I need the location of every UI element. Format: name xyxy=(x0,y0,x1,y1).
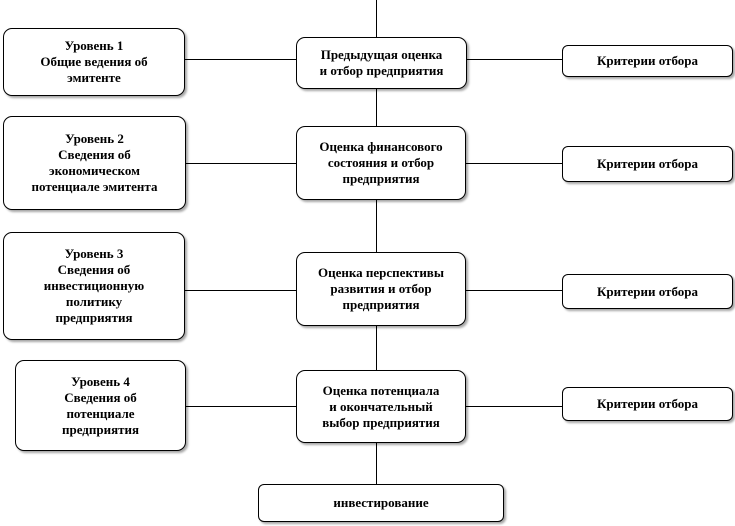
connector-level-1 xyxy=(185,59,296,60)
criteria-2-label: Критерии отбора xyxy=(596,156,699,171)
connector-criteria-2 xyxy=(466,163,562,164)
level-2-label: Уровень 2 Сведения об экономическом поте… xyxy=(31,131,158,194)
investment-box: инвестирование xyxy=(258,484,504,522)
criteria-1-box: Критерии отбора xyxy=(562,45,733,77)
connector-criteria-4 xyxy=(466,406,562,407)
level-4-box: Уровень 4 Сведения об потенциале предпри… xyxy=(15,360,186,451)
step-1-label: Предыдущая оценка и отбор предприятия xyxy=(319,47,444,78)
criteria-1-label: Критерии отбора xyxy=(596,53,699,68)
step-2-label: Оценка финансового состояния и отбор пре… xyxy=(319,139,443,186)
connector-level-4 xyxy=(186,406,296,407)
flow-connector-2-3 xyxy=(376,200,377,252)
step-2-box: Оценка финансового состояния и отбор пре… xyxy=(296,126,466,200)
investment-label: инвестирование xyxy=(333,495,429,510)
step-4-label: Оценка потенциала и окончательный выбор … xyxy=(322,382,440,430)
step-3-box: Оценка перспективы развития и отбор пред… xyxy=(296,252,466,326)
step-4-box: Оценка потенциала и окончательный выбор … xyxy=(296,370,466,443)
connector-criteria-1 xyxy=(467,59,562,60)
level-2-box: Уровень 2 Сведения об экономическом поте… xyxy=(3,116,186,210)
level-1-label: Уровень 1 Общие ведения об эмитенте xyxy=(40,38,148,85)
level-3-label: Уровень 3 Сведения об инвестиционную пол… xyxy=(43,246,145,325)
flow-connector-4-final xyxy=(376,443,377,484)
level-4-label: Уровень 4 Сведения об потенциале предпри… xyxy=(61,373,140,437)
level-3-box: Уровень 3 Сведения об инвестиционную пол… xyxy=(3,232,185,340)
connector-level-3 xyxy=(185,290,296,291)
flow-connector-3-4 xyxy=(376,326,377,370)
connector-criteria-3 xyxy=(466,290,562,291)
step-1-box: Предыдущая оценка и отбор предприятия xyxy=(296,37,467,89)
criteria-3-box: Критерии отбора xyxy=(562,274,733,309)
criteria-4-box: Критерии отбора xyxy=(562,387,733,421)
criteria-2-box: Критерии отбора xyxy=(562,146,733,182)
level-1-box: Уровень 1 Общие ведения об эмитенте xyxy=(3,28,185,96)
step-3-label: Оценка перспективы развития и отбор пред… xyxy=(318,265,444,312)
flow-connector-1-2 xyxy=(376,89,377,126)
criteria-3-label: Критерии отбора xyxy=(596,283,699,299)
flow-connector-top xyxy=(376,0,377,37)
connector-level-2 xyxy=(186,163,296,164)
criteria-4-label: Критерии отбора xyxy=(596,396,699,411)
